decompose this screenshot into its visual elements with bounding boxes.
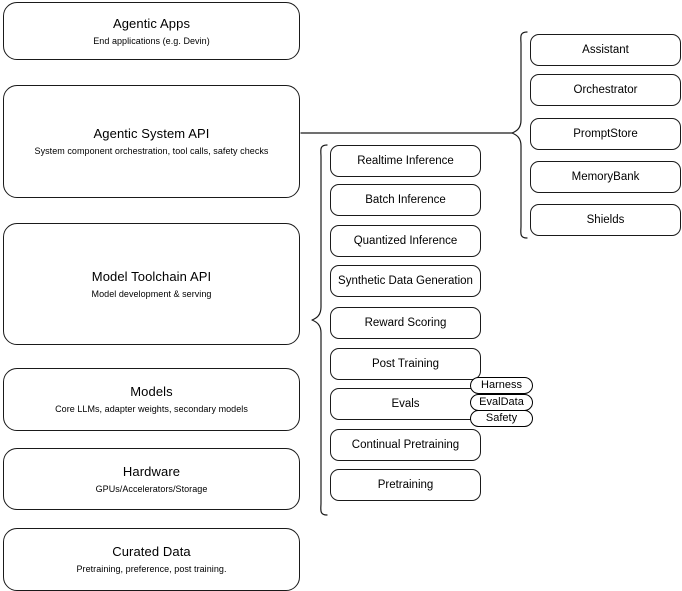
stack-layer-subtitle: System component orchestration, tool cal… — [34, 146, 269, 156]
brace-system-components — [511, 31, 528, 239]
system-component-assistant[interactable]: Assistant — [530, 34, 681, 66]
toolchain-component-reward-scoring[interactable]: Reward Scoring — [330, 307, 481, 339]
stack-layer-subtitle: GPUs/Accelerators/Storage — [95, 483, 208, 494]
toolchain-component-batch-inference[interactable]: Batch Inference — [330, 184, 481, 216]
toolchain-component-realtime-inference[interactable]: Realtime Inference — [330, 145, 481, 177]
system-component-shields[interactable]: Shields — [530, 204, 681, 236]
stack-layer-title: Agentic System API — [93, 126, 210, 141]
stack-layer-hardware[interactable]: Hardware GPUs/Accelerators/Storage — [3, 448, 300, 510]
toolchain-component-quantized-inference[interactable]: Quantized Inference — [330, 225, 481, 257]
toolchain-component-label: Quantized Inference — [353, 235, 458, 247]
toolchain-component-label: Reward Scoring — [364, 317, 447, 329]
toolchain-component-label: Pretraining — [377, 479, 434, 491]
evals-subcomponent-harness[interactable]: Harness — [470, 377, 533, 394]
evals-subcomponent-safety[interactable]: Safety — [470, 410, 533, 427]
stack-layer-title: Models — [130, 384, 173, 399]
evals-subcomponent-label: EvalData — [479, 396, 524, 408]
system-component-orchestrator[interactable]: Orchestrator — [530, 74, 681, 106]
stack-layer-agentic-apps[interactable]: Agentic Apps End applications (e.g. Devi… — [3, 2, 300, 60]
system-component-memorybank[interactable]: MemoryBank — [530, 161, 681, 193]
toolchain-component-continual-pretraining[interactable]: Continual Pretraining — [330, 429, 481, 461]
system-component-label: Orchestrator — [573, 84, 638, 96]
toolchain-component-label: Continual Pretraining — [351, 439, 460, 451]
toolchain-component-pretraining[interactable]: Pretraining — [330, 469, 481, 501]
toolchain-component-label: Post Training — [371, 358, 440, 370]
stack-layer-subtitle: Core LLMs, adapter weights, secondary mo… — [55, 404, 248, 414]
stack-layer-models[interactable]: Models Core LLMs, adapter weights, secon… — [3, 368, 300, 431]
toolchain-component-post-training[interactable]: Post Training — [330, 348, 481, 380]
system-component-promptstore[interactable]: PromptStore — [530, 118, 681, 150]
toolchain-component-label: Batch Inference — [365, 194, 446, 206]
evals-subcomponent-evaldata[interactable]: EvalData — [470, 394, 533, 411]
evals-subcomponent-label: Harness — [481, 379, 522, 391]
system-component-label: PromptStore — [573, 128, 638, 140]
stack-layer-subtitle: Model development & serving — [91, 288, 212, 299]
toolchain-component-label: Evals — [391, 398, 420, 410]
brace-toolchain-components — [311, 144, 328, 516]
system-component-label: MemoryBank — [571, 171, 640, 183]
stack-layer-model-toolchain-api[interactable]: Model Toolchain API Model development & … — [3, 223, 300, 345]
stack-layer-subtitle: End applications (e.g. Devin) — [93, 35, 210, 46]
stack-layer-title: Hardware — [122, 463, 181, 479]
system-component-label: Assistant — [582, 44, 629, 56]
stack-layer-title: Agentic Apps — [112, 15, 191, 31]
toolchain-component-evals[interactable]: Evals — [330, 388, 481, 420]
evals-subcomponent-label: Safety — [485, 412, 518, 424]
toolchain-component-label: Synthetic Data Generation — [338, 275, 473, 287]
stack-layer-title: Curated Data — [112, 544, 191, 559]
toolchain-component-label: Realtime Inference — [357, 155, 454, 167]
stack-layer-subtitle: Pretraining, preference, post training. — [76, 564, 227, 574]
system-component-label: Shields — [586, 214, 625, 226]
stack-layer-title: Model Toolchain API — [91, 268, 212, 284]
toolchain-component-synthetic-data-generation[interactable]: Synthetic Data Generation — [330, 265, 481, 297]
stack-layer-agentic-system-api[interactable]: Agentic System API System component orch… — [3, 85, 300, 198]
stack-layer-curated-data[interactable]: Curated Data Pretraining, preference, po… — [3, 528, 300, 591]
